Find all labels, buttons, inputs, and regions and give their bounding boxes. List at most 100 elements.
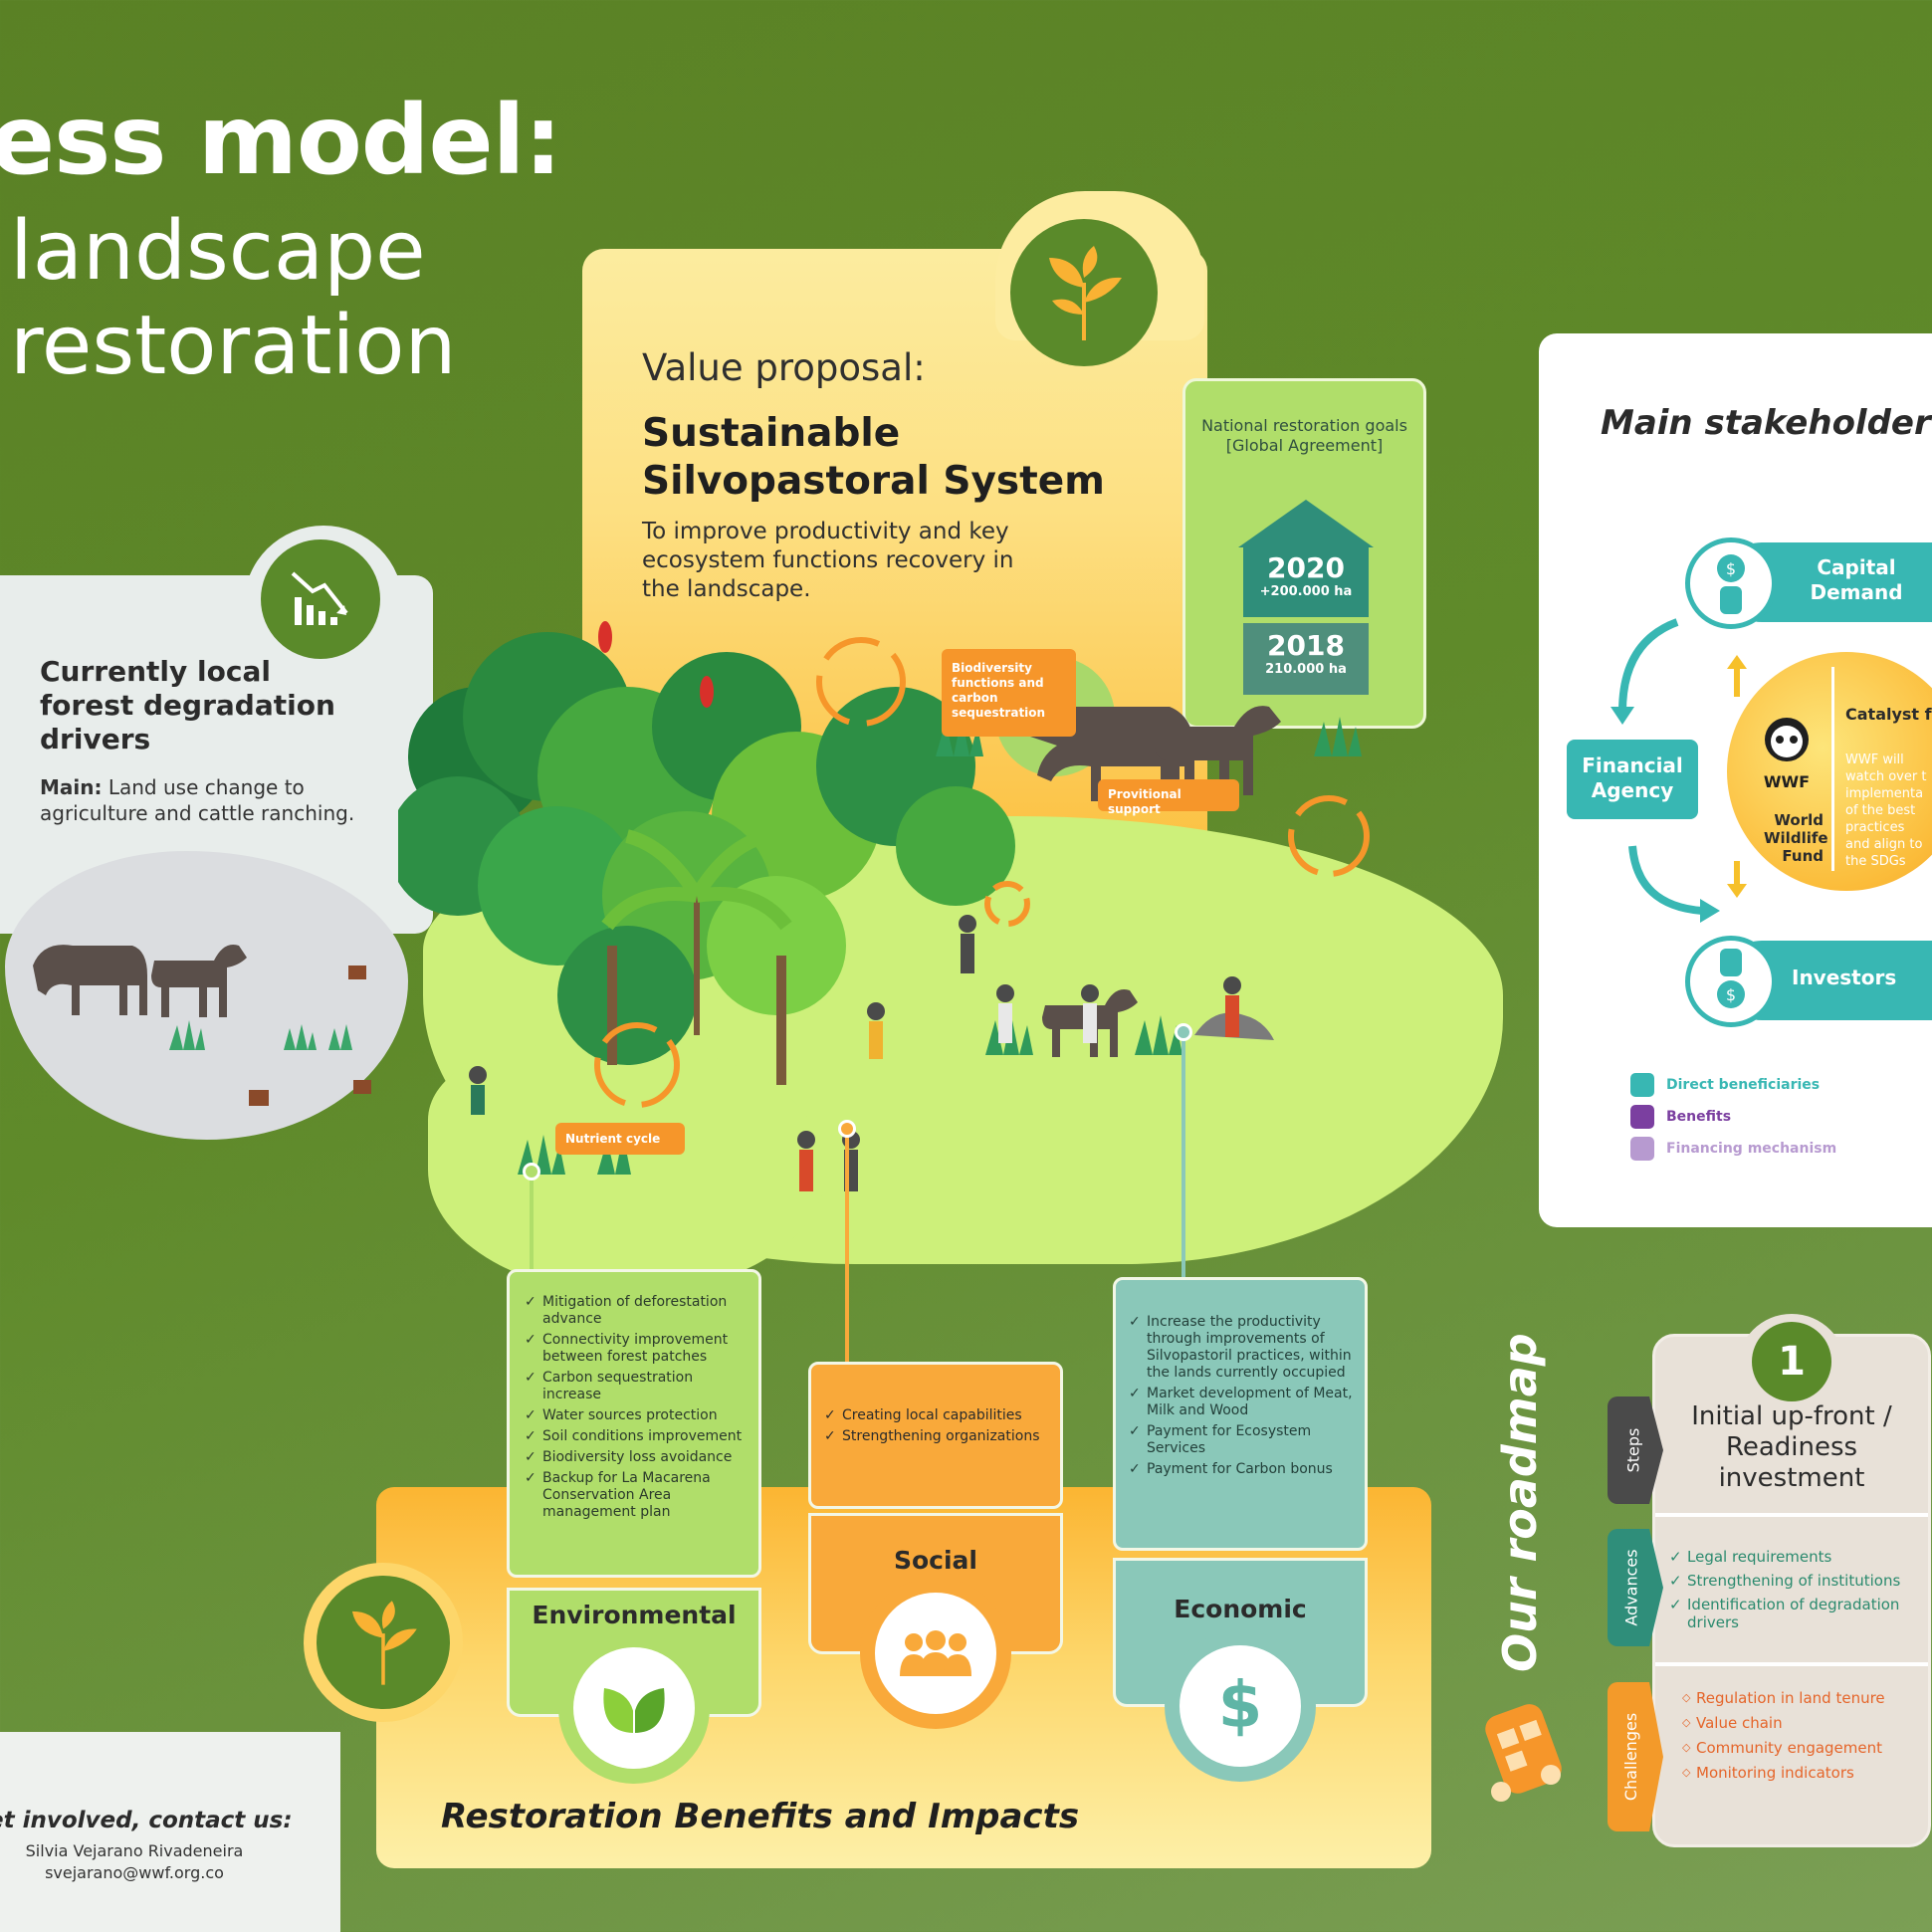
dollar-icon: $ xyxy=(1180,1645,1301,1767)
svg-text:$: $ xyxy=(1726,985,1736,1004)
nutrient-cycle-bubble: Nutrient cycle xyxy=(555,1123,685,1155)
tag-steps-label: Steps xyxy=(1623,1427,1643,1473)
list-item: Soil conditions improvement xyxy=(525,1428,753,1445)
roadmap-divider xyxy=(1655,1662,1928,1666)
degraded-land-illustration xyxy=(5,851,408,1140)
roadmap-step-text: Initial up-front / Readiness investment xyxy=(1691,1401,1892,1493)
value-proposal-description: To improve productivity and key ecosyste… xyxy=(642,519,1014,602)
roadmap-title: Our roadmap xyxy=(1493,1333,1547,1672)
wwf-catalyst-circle xyxy=(1727,652,1932,891)
hand-coin-icon: $ xyxy=(1685,537,1777,629)
list-item: Mitigation of deforestation advance xyxy=(525,1294,753,1328)
tag-challenges: Challenges xyxy=(1608,1682,1663,1831)
goal-2018-value: 210.000 ha xyxy=(1265,662,1347,677)
catalyst-desc-line: of the best xyxy=(1845,803,1916,818)
stakeholder-title: Main stakeholder r xyxy=(1601,403,1932,443)
biodiversity-bubble: Biodiversity functions and carbon seques… xyxy=(942,649,1076,737)
benefits-title: Restoration Benefits and Impacts xyxy=(441,1797,1080,1836)
poster-title-line2: landscape xyxy=(10,204,426,299)
legend-swatch xyxy=(1630,1073,1654,1097)
environmental-heading: Environmental xyxy=(532,1601,737,1629)
leaves-icon xyxy=(573,1647,695,1769)
catalyst-desc-line: practices xyxy=(1845,820,1905,835)
value-proposal-label: Value proposal: xyxy=(642,346,926,389)
catalyst-desc-line: watch over t xyxy=(1845,769,1927,784)
list-item: Value chain xyxy=(1682,1714,1926,1732)
sprout-icon xyxy=(317,1576,450,1709)
capital-demand-label: Capital Demand xyxy=(1810,555,1903,604)
financial-agency-box: Financial Agency xyxy=(1567,740,1698,819)
legend-label: Direct beneficiaries xyxy=(1666,1077,1821,1093)
main-label: Main: xyxy=(40,775,103,799)
economic-benefits-list: Increase the productivity through improv… xyxy=(1129,1314,1360,1482)
list-item: Water sources protection xyxy=(525,1407,753,1424)
legend-label: Financing mechanism xyxy=(1666,1141,1837,1157)
list-item: Community engagement xyxy=(1682,1739,1926,1757)
roadmap-step-number: 1 xyxy=(1752,1322,1831,1401)
social-heading: Social xyxy=(893,1546,977,1575)
tag-challenges-label: Challenges xyxy=(1621,1712,1641,1802)
roadmap-advances-list: Legal requirements Strengthening of inst… xyxy=(1669,1548,1928,1637)
catalyst-description: WWF will watch over t implementa of the … xyxy=(1845,751,1926,870)
environmental-stem xyxy=(530,1175,534,1274)
list-item: Regulation in land tenure xyxy=(1682,1689,1926,1707)
hand-coin-icon: $ xyxy=(1685,936,1777,1027)
legend-financing-mechanism: Financing mechanism xyxy=(1630,1137,1836,1161)
roadmap-challenges-list: Regulation in land tenure Value chain Co… xyxy=(1682,1689,1926,1789)
contact-panel xyxy=(0,1732,340,1932)
contact-email[interactable]: svejarano@wwf.org.co xyxy=(45,1863,224,1882)
list-item: Strengthening of institutions xyxy=(1669,1572,1928,1590)
social-benefits-list: Creating local capabilities Strengthenin… xyxy=(824,1407,1059,1449)
stakeholder-flow-arrows xyxy=(1610,618,1747,923)
legend-benefits: Benefits xyxy=(1630,1105,1731,1129)
list-item: Legal requirements xyxy=(1669,1548,1928,1566)
declining-chart-icon xyxy=(261,539,380,659)
list-item: Payment for Ecosystem Services xyxy=(1129,1423,1360,1457)
legend-swatch xyxy=(1630,1105,1654,1129)
current-drivers-main: Main: Land use change to agriculture and… xyxy=(40,774,388,826)
value-proposal-title: Sustainable Silvopastoral System xyxy=(642,411,1105,504)
list-item: Payment for Carbon bonus xyxy=(1129,1461,1360,1478)
investors-label: Investors xyxy=(1792,966,1897,989)
tag-steps: Steps xyxy=(1608,1396,1663,1504)
catalyst-desc-line: WWF will xyxy=(1845,752,1904,767)
list-item: Monitoring indicators xyxy=(1682,1764,1926,1782)
goal-2018-year: 2018 xyxy=(1267,629,1345,662)
economic-heading: Economic xyxy=(1174,1595,1307,1623)
social-stem xyxy=(845,1130,849,1365)
bus-icon xyxy=(1481,1697,1571,1811)
svg-text:$: $ xyxy=(1726,559,1736,578)
current-drivers-title: Currently local forest degradation drive… xyxy=(40,655,335,755)
goal-2018-block: 2018 210.000 ha xyxy=(1243,623,1369,695)
silvopastoral-landscape-illustration xyxy=(398,621,1370,1191)
poster-title-line3: restoration xyxy=(10,299,457,393)
national-goals-heading: National restoration goals [Global Agree… xyxy=(1201,416,1407,455)
poster-title-line1: ess model: xyxy=(0,85,562,196)
people-group-icon xyxy=(875,1593,996,1714)
list-item: Increase the productivity through improv… xyxy=(1129,1314,1360,1382)
legend-direct-beneficiaries: Direct beneficiaries xyxy=(1630,1073,1820,1097)
catalyst-desc-line: the SDGs xyxy=(1845,854,1906,869)
tag-advances: Advances xyxy=(1608,1529,1663,1646)
catalyst-title: Catalyst for Chang xyxy=(1845,705,1932,724)
main-text: Land use change to agriculture and cattl… xyxy=(40,775,355,825)
legend-swatch xyxy=(1630,1137,1654,1161)
social-pin xyxy=(838,1120,856,1138)
contact-name: Silvia Vejarano Rivadeneira xyxy=(25,1841,244,1860)
wwf-logo-text: WWF xyxy=(1764,772,1810,791)
list-item: Carbon sequestration increase xyxy=(525,1370,753,1403)
tag-advances-label: Advances xyxy=(1621,1549,1641,1626)
environmental-header-box xyxy=(507,1588,761,1717)
list-item: Biodiversity loss avoidance xyxy=(525,1449,753,1466)
sprout-icon xyxy=(1010,219,1158,366)
environmental-benefits-list: Mitigation of deforestation advance Conn… xyxy=(525,1294,753,1525)
goal-2020-block: 2020 +200.000 ha xyxy=(1243,545,1369,617)
goal-2020-value: +200.000 ha xyxy=(1259,584,1353,599)
legend-label: Benefits xyxy=(1666,1109,1732,1125)
list-item: Backup for La Macarena Conservation Area… xyxy=(525,1470,753,1521)
list-item: Market development of Meat, Milk and Woo… xyxy=(1129,1386,1360,1419)
list-item: Strengthening organizations xyxy=(824,1428,1059,1445)
provisional-support-bubble: Provitional support xyxy=(1098,779,1239,816)
list-item: Creating local capabilities xyxy=(824,1407,1059,1424)
catalyst-divider xyxy=(1831,667,1834,871)
